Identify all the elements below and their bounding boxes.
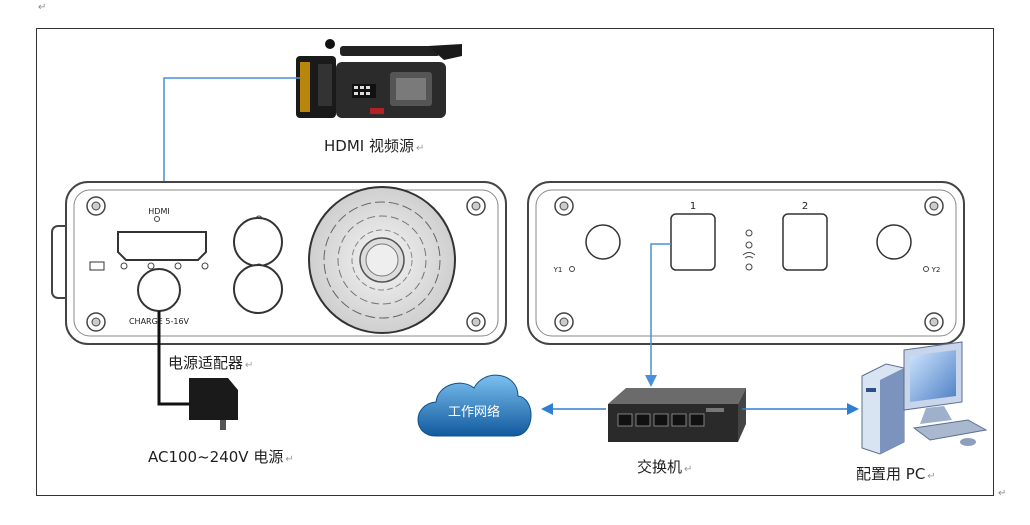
paragraph-mark: ↵ [684,464,693,475]
antenna-1-label: Y1 [553,266,563,274]
hdmi-port-label: HDMI [148,207,169,216]
power-adapter-label: 电源适配器↵ [168,352,253,373]
desktop-pc-icon [861,341,988,455]
config-pc-label: 配置用 PC↵ [856,463,936,484]
ac-power-label: AC100~240V 电源↵ [148,446,294,467]
paragraph-mark: ↵ [415,143,425,154]
paragraph-mark: ↵ [38,2,47,13]
slot-1-label: 1 [690,201,696,212]
diagram-frame [36,28,994,496]
paragraph-mark: ↵ [245,360,254,371]
power-cable [157,311,194,406]
switch-label: 交换机↵ [637,456,692,477]
config-pc-text: 配置用 PC [856,465,926,483]
hdmi-source-text: HDMI 视频源 [324,137,414,155]
network-switch-icon [608,388,746,442]
cloud-icon [417,374,532,437]
paragraph-mark: ↵ [927,471,936,482]
antenna-2-label: Y2 [931,266,941,274]
hdmi-signal-line [158,77,300,233]
ethernet-line [645,243,671,387]
work-network-label: 工作网络 [448,404,500,420]
paragraph-mark: ↵ [285,454,294,465]
ac-power-text: AC100~240V 电源 [148,448,284,466]
hdmi-source-label: HDMI 视频源↵ [324,135,424,156]
switch-text: 交换机 [637,458,683,476]
slot-2-label: 2 [802,201,808,212]
camcorder-icon [296,39,462,118]
encoder-device-back [527,181,965,345]
power-adapter-icon [189,378,238,430]
encoder-device-front [51,181,507,345]
paragraph-mark: ↵ [998,488,1007,499]
power-adapter-text: 电源适配器 [168,354,244,372]
